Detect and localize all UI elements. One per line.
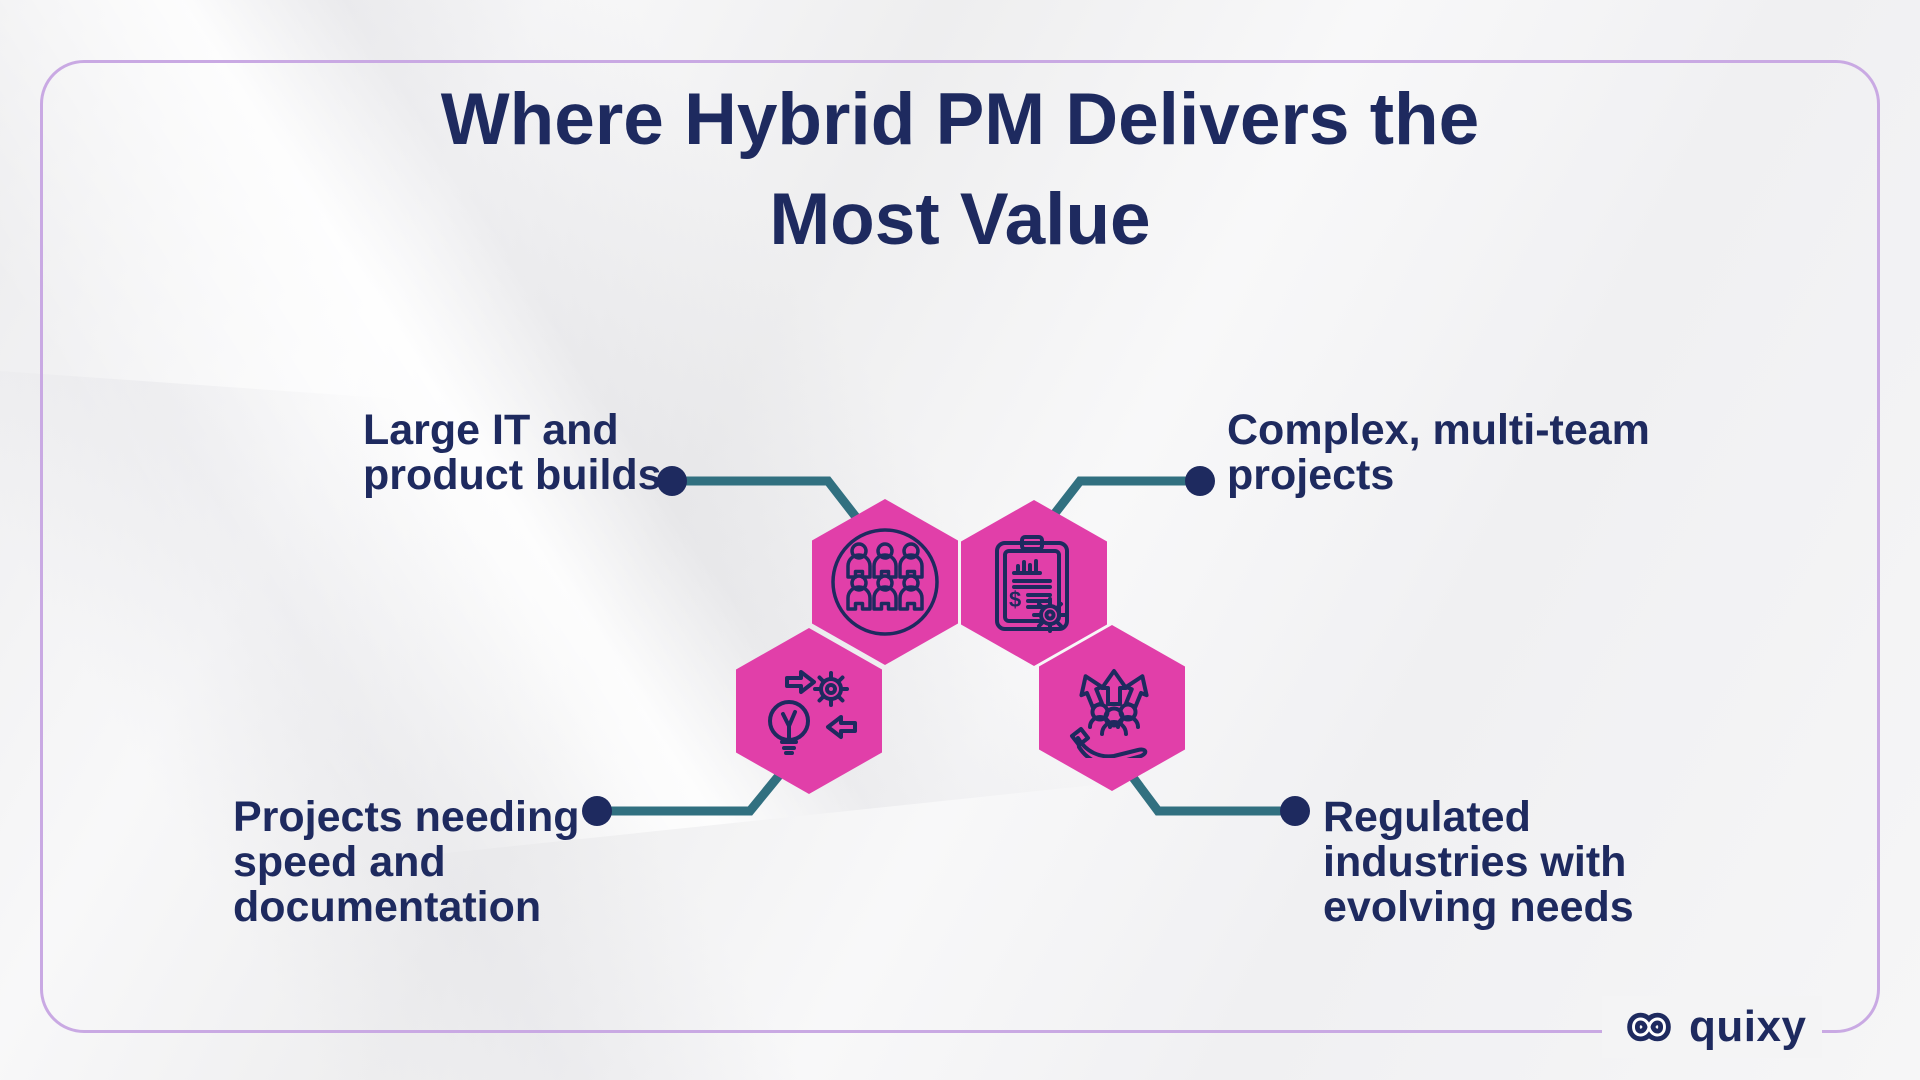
quixy-logo-icon <box>1627 1012 1671 1042</box>
content-card-border <box>40 60 1880 1033</box>
quixy-logo-text: quixy <box>1689 1002 1807 1051</box>
hand-growth-icon <box>1070 669 1149 758</box>
hexagon-hand-growth <box>1039 625 1185 791</box>
label-regulated-industries: Regulated industries with evolving needs <box>1323 793 1634 931</box>
label-large-it-builds: Large IT and product builds <box>363 406 662 499</box>
team-icon <box>831 528 939 636</box>
hexagon-team <box>812 499 958 665</box>
svg-text:$: $ <box>1009 587 1021 612</box>
hexagon-clipboard: $ <box>961 500 1107 666</box>
connector-line-bottom-left <box>597 759 794 816</box>
label-projects-speed-docs: Projects needing speed and documentation <box>233 793 580 931</box>
lightbulb-gear-icon <box>768 670 857 755</box>
clipboard-gear-icon: $ <box>995 535 1069 633</box>
page-title: Where Hybrid PM Delivers the Most Value <box>440 79 1480 260</box>
connector-dot-bottom-left <box>582 796 612 826</box>
label-complex-multi-team: Complex, multi-team projects <box>1227 406 1650 499</box>
connector-dot-bottom-right <box>1280 796 1310 826</box>
connector-line-top-left <box>672 476 870 533</box>
connector-dot-top-left <box>657 466 687 496</box>
quixy-logo: quixy <box>1602 996 1823 1058</box>
hexagon-lightbulb <box>736 628 882 794</box>
connector-dot-top-right <box>1185 466 1215 496</box>
